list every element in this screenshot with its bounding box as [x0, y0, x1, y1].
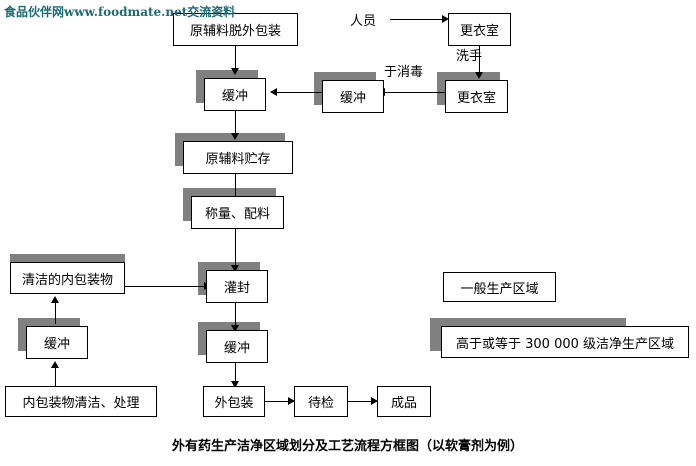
- legend-general-area-label: 一般生产区域: [460, 281, 539, 297]
- edge-buffer-to-outerpack: [235, 363, 236, 387]
- node-buffer-mid: 缓冲: [322, 80, 384, 113]
- edge-cleaninner-to-filling: [125, 286, 210, 287]
- node-clean-inner: 清洁的内包装物: [10, 262, 125, 294]
- arrowhead-down: [231, 265, 239, 272]
- node-clean-inner-label: 清洁的内包装物: [21, 272, 113, 288]
- edge-locker2-to-buffer-mid: [380, 92, 445, 93]
- edge-buffer-mid-to-main: [272, 92, 322, 93]
- node-buffer-main: 缓冲: [204, 78, 266, 111]
- edge-storage-to-weighing: [235, 174, 236, 198]
- node-buffer-left: 缓冲: [26, 326, 88, 359]
- legend-item-clean-area: 高于或等于 300 000 级洁净生产区域: [441, 326, 689, 358]
- edge-label-personnel: 人员: [350, 14, 377, 29]
- arrowhead-down: [231, 133, 239, 140]
- node-buffer-fill: 缓冲: [206, 330, 268, 363]
- legend-clean-area-shadow: [430, 318, 626, 329]
- edge-bufferleft-to-cleaninner: [55, 302, 56, 324]
- edge-inspect-to-product: [348, 401, 377, 402]
- edge-label-disinfect: 于消毒: [384, 65, 424, 80]
- node-unpack-label: 原辅料脱外包装: [189, 24, 281, 39]
- arrowhead-left: [270, 88, 277, 96]
- legend-clean-area-label: 高于或等于 300 000 级洁净生产区域: [456, 336, 675, 352]
- node-product-label: 成品: [390, 396, 417, 411]
- arrowhead-down: [231, 325, 239, 332]
- node-locker-top: 更衣室: [448, 13, 511, 46]
- node-inspect-label: 待检: [307, 396, 334, 411]
- node-inner-clean-label: 内包装物清洁、处理: [22, 396, 140, 411]
- node-buffer-mid-label: 缓冲: [339, 91, 366, 106]
- node-buffer-left-label: 缓冲: [43, 337, 70, 352]
- arrowhead-right: [442, 15, 449, 23]
- node-filling: 灌封: [206, 270, 268, 303]
- arrowhead-up: [51, 361, 59, 368]
- node-storage-label: 原辅料贮存: [205, 152, 271, 167]
- edge-unpack-to-buffer: [235, 46, 236, 70]
- node-locker-second-label: 更衣室: [456, 91, 496, 106]
- legend-clean-area-shadow-side: [430, 318, 441, 351]
- node-filling-label: 灌封: [223, 281, 250, 296]
- arrowhead-right: [288, 397, 295, 405]
- node-outer-pack: 外包装: [203, 386, 265, 417]
- edge-label-wash-hands: 洗手: [456, 49, 483, 64]
- arrowhead-right: [371, 397, 378, 405]
- edge-buffer-to-storage: [235, 111, 236, 135]
- node-product: 成品: [377, 386, 431, 417]
- node-locker-top-label: 更衣室: [459, 24, 499, 39]
- edge-innerclean-to-bufferleft: [55, 367, 56, 387]
- node-storage: 原辅料贮存: [183, 141, 293, 174]
- figure-caption: 外有药生产洁净区域划分及工艺流程方框图（以软膏剂为例）: [172, 439, 524, 454]
- edge-weighing-to-filling: [235, 229, 236, 267]
- arrowhead-down: [231, 68, 239, 75]
- site-watermark: 食品伙伴网www.foodmate.net交流资料: [4, 5, 236, 19]
- edge-locker-to-locker2: [479, 46, 480, 74]
- arrowhead-down: [231, 381, 239, 388]
- node-unpack: 原辅料脱外包装: [173, 13, 298, 46]
- node-locker-second: 更衣室: [445, 80, 508, 113]
- node-inspect: 待检: [294, 386, 348, 417]
- node-weighing-label: 称量、配料: [204, 207, 270, 222]
- legend-item-general-area: 一般生产区域: [443, 272, 556, 302]
- arrowhead-down: [475, 72, 483, 79]
- arrowhead-up: [51, 296, 59, 303]
- node-outer-pack-label: 外包装: [214, 396, 254, 411]
- node-buffer-fill-label: 缓冲: [223, 341, 250, 356]
- edge-filling-to-buffer: [235, 303, 236, 327]
- node-inner-clean: 内包装物清洁、处理: [5, 386, 157, 417]
- edge-outerpack-to-inspect: [265, 401, 294, 402]
- node-weighing: 称量、配料: [191, 196, 284, 229]
- edge-personnel-to-locker: [390, 19, 445, 20]
- node-buffer-main-label: 缓冲: [221, 89, 248, 104]
